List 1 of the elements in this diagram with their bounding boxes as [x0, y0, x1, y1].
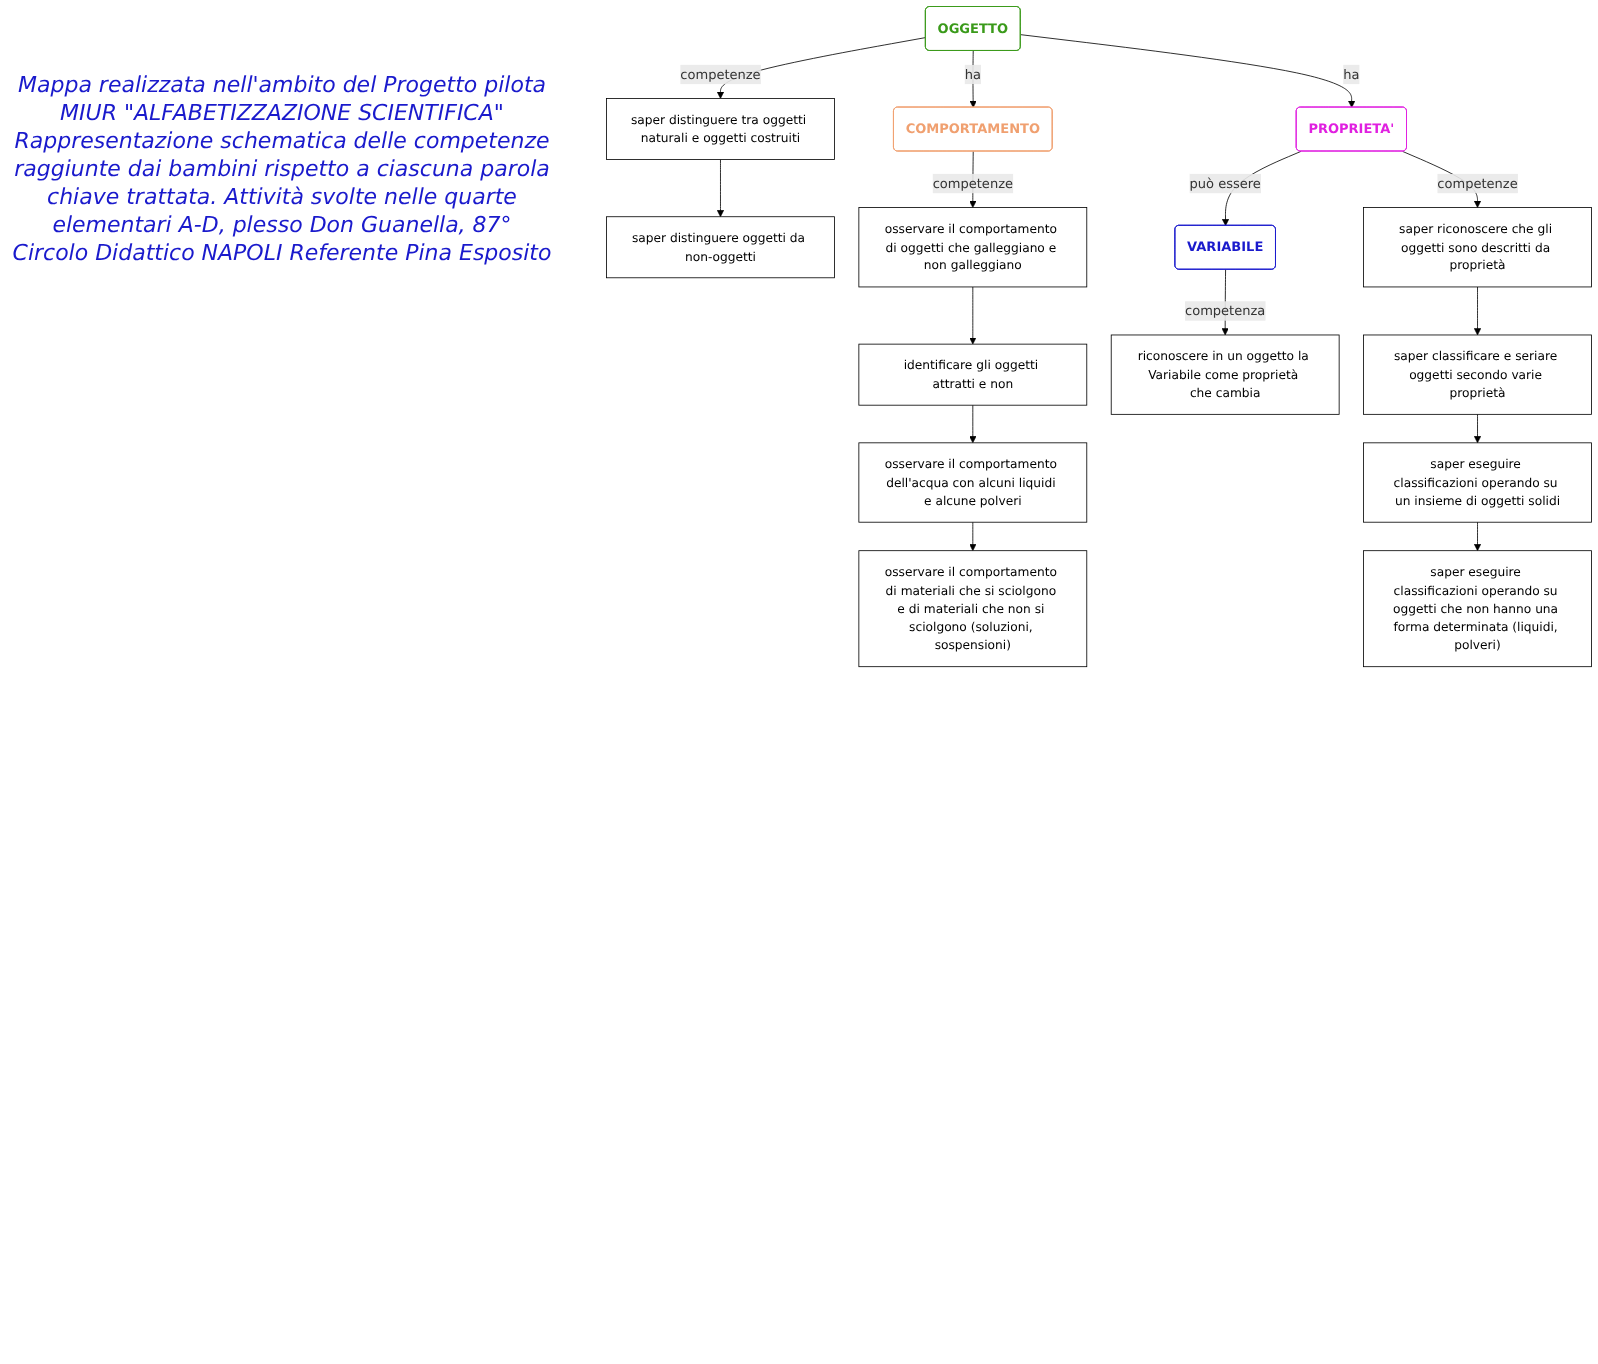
note-text: Mappa realizzata nell'ambito del Progetto pilota MIUR "ALFABETIZZAZIONE SCIENTIFICA" Rappresentazione schematica delle competenze raggiunte dai bambini rispetto a ciascuna parola chiave trattata. Attività svolte nelle quarte elementari A-D, plesso Don Guanella, 87° Circolo Didattico NAPOLI Referente Pina Esposito [12, 72, 552, 268]
